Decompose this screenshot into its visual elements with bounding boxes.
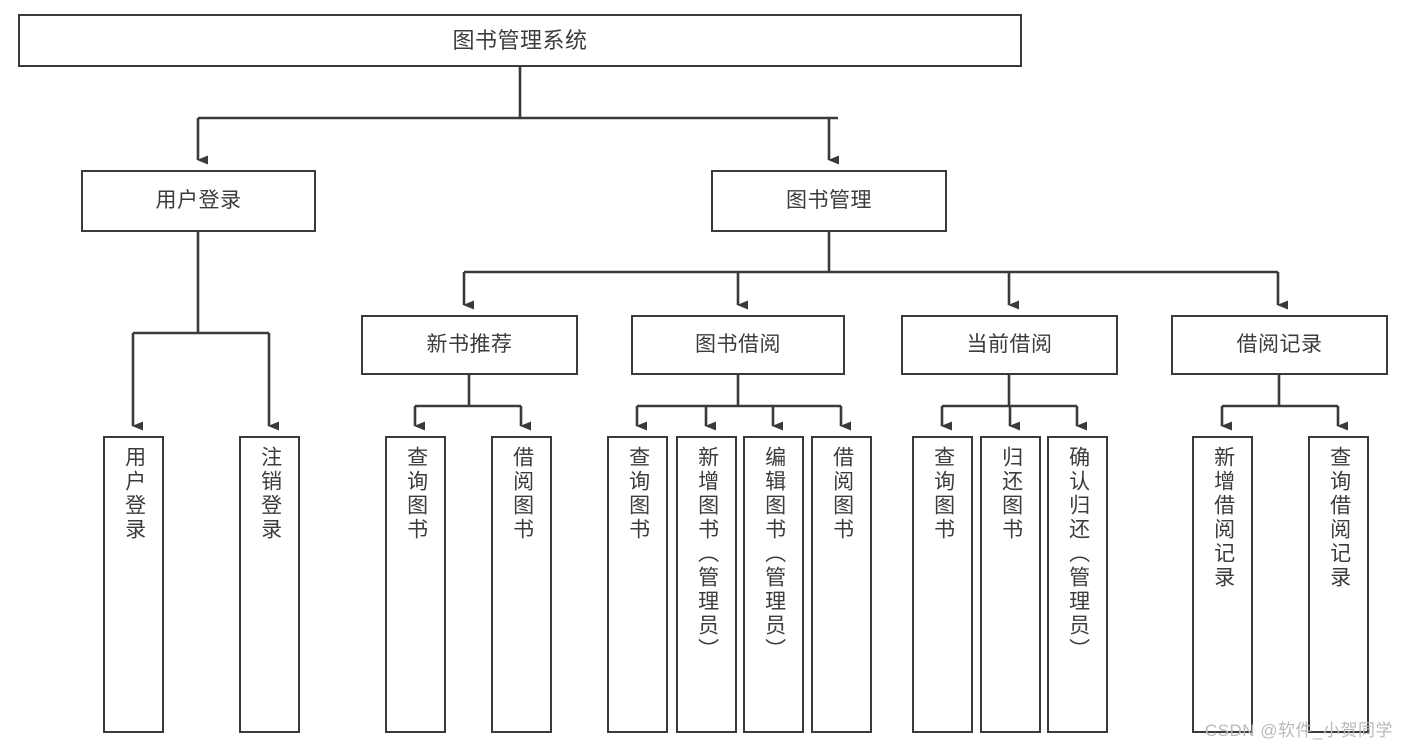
node-root[interactable]: 图书管理系统 [18,14,1022,67]
node-leaf-borrow-book-2[interactable]: 借阅图书 [811,436,872,733]
node-root-label: 图书管理系统 [452,27,588,53]
node-book-manage-label: 图书管理 [786,188,872,212]
node-leaf-borrow-book-1-label: 借阅图书 [510,446,534,542]
node-leaf-user-login-label: 用户登录 [122,446,146,542]
node-leaf-add-record[interactable]: 新增借阅记录 [1192,436,1253,733]
node-leaf-edit-book-label: 编辑图书（管理员） [762,446,786,662]
node-book-borrow-label: 图书借阅 [695,332,781,356]
node-leaf-query-book-3-label: 查询图书 [931,446,955,542]
node-leaf-query-book-2-label: 查询图书 [626,446,650,542]
node-leaf-user-logout-label: 注销登录 [258,446,282,542]
node-leaf-user-logout[interactable]: 注销登录 [239,436,300,733]
node-new-book-recommend-label: 新书推荐 [426,332,513,356]
node-leaf-query-record-label: 查询借阅记录 [1327,446,1351,590]
node-leaf-add-book[interactable]: 新增图书（管理员） [676,436,737,733]
node-current-borrow-label: 当前借阅 [966,332,1053,356]
node-leaf-add-book-label: 新增图书（管理员） [695,446,719,662]
node-leaf-query-record[interactable]: 查询借阅记录 [1308,436,1369,733]
node-leaf-add-record-label: 新增借阅记录 [1211,446,1235,590]
watermark-text: CSDN @软件_小贺同学 [1204,721,1393,740]
node-user-login[interactable]: 用户登录 [81,170,316,232]
node-leaf-query-book-1[interactable]: 查询图书 [385,436,446,733]
node-borrow-record-label: 借阅记录 [1236,332,1323,356]
node-leaf-user-login[interactable]: 用户登录 [103,436,164,733]
node-leaf-return-book[interactable]: 归还图书 [980,436,1041,733]
node-leaf-return-book-label: 归还图书 [999,446,1023,542]
node-leaf-edit-book[interactable]: 编辑图书（管理员） [743,436,804,733]
node-book-borrow[interactable]: 图书借阅 [631,315,845,375]
node-borrow-record[interactable]: 借阅记录 [1171,315,1388,375]
node-leaf-query-book-3[interactable]: 查询图书 [912,436,973,733]
node-leaf-borrow-book-1[interactable]: 借阅图书 [491,436,552,733]
node-leaf-confirm-return-label: 确认归还（管理员） [1066,446,1090,662]
node-leaf-query-book-2[interactable]: 查询图书 [607,436,668,733]
node-leaf-query-book-1-label: 查询图书 [404,446,428,542]
node-user-login-label: 用户登录 [155,188,242,212]
node-leaf-borrow-book-2-label: 借阅图书 [830,446,854,542]
node-new-book-recommend[interactable]: 新书推荐 [361,315,578,375]
node-book-manage[interactable]: 图书管理 [711,170,947,232]
node-leaf-confirm-return[interactable]: 确认归还（管理员） [1047,436,1108,733]
node-current-borrow[interactable]: 当前借阅 [901,315,1118,375]
